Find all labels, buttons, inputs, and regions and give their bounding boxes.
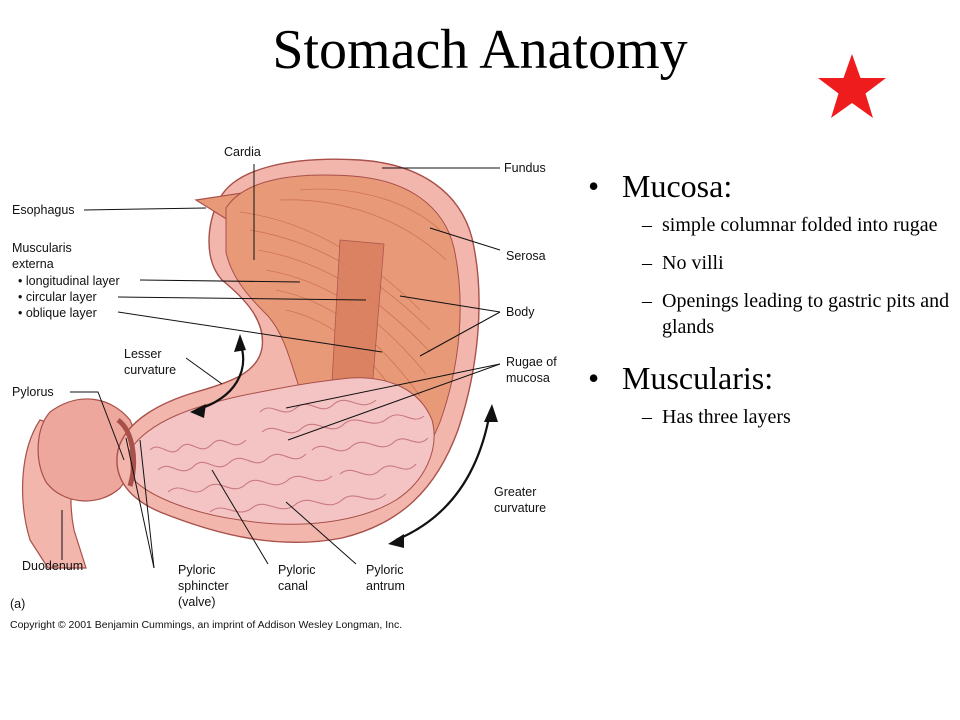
copyright-text: Copyright © 2001 Benjamin Cummings, an i… — [10, 619, 402, 631]
star-icon — [818, 54, 886, 118]
label-muscularis-externa: Muscularis — [12, 241, 72, 255]
label-pyloric-antrum-2: antrum — [366, 579, 405, 593]
bullet-mucosa: • Mucosa: — [582, 166, 954, 206]
label-greater-curvature: Greater — [494, 485, 536, 499]
sub-bullet: – Openings leading to gastric pits and g… — [582, 288, 954, 340]
dash-icon: – — [642, 214, 652, 236]
bullet-dot-icon: • — [588, 168, 600, 204]
label-pyloric-canal: Pyloric — [278, 563, 316, 577]
label-pyloric-sphincter-3: (valve) — [178, 595, 216, 609]
bullet-muscularis: • Muscularis: — [582, 358, 954, 398]
sub-bullet: – Has three layers — [582, 404, 954, 430]
dash-icon: – — [642, 252, 652, 274]
sub-bullet-text: simple columnar folded into rugae — [662, 214, 938, 236]
label-circular-layer: • circular layer — [18, 290, 97, 304]
sub-bullet-text: No villi — [662, 252, 724, 274]
muscularis-heading: Muscularis: — [622, 360, 774, 396]
label-pyloric-antrum: Pyloric — [366, 563, 404, 577]
pylorus-shape — [37, 398, 137, 502]
label-longitudinal-layer: • longitudinal layer — [18, 274, 120, 288]
dash-icon: – — [642, 406, 652, 428]
label-serosa: Serosa — [506, 249, 546, 263]
label-pyloric-sphincter: Pyloric — [178, 563, 216, 577]
label-cardia: Cardia — [224, 145, 261, 159]
label-pylorus: Pylorus — [12, 385, 54, 399]
leader-lines — [61, 164, 501, 569]
sub-bullet-text: Has three layers — [662, 406, 791, 428]
lesser-curvature-arrow — [195, 341, 245, 412]
sub-bullet-text: Openings leading to gastric pits and gla… — [662, 290, 950, 338]
label-oblique-layer: • oblique layer — [18, 306, 97, 320]
pyloric-sphincter — [116, 417, 137, 487]
label-muscularis-externa-2: externa — [12, 257, 54, 271]
label-rugae: Rugae of — [506, 355, 557, 369]
mucosa-heading: Mucosa: — [622, 168, 733, 204]
label-lesser-curvature: Lesser — [124, 347, 162, 361]
stomach-diagram: Cardia Fundus Esophagus Muscularis exter… — [10, 145, 557, 631]
label-duodenum: Duodenum — [22, 559, 83, 573]
rugae-folds — [149, 399, 429, 513]
dash-icon: – — [642, 290, 652, 312]
notes-panel: • Mucosa: – simple columnar folded into … — [582, 160, 954, 442]
slide-title: Stomach Anatomy — [272, 19, 688, 81]
label-fundus: Fundus — [504, 161, 546, 175]
label-body: Body — [506, 305, 535, 319]
sub-bullet: – simple columnar folded into rugae — [582, 212, 954, 238]
sub-bullet: – No villi — [582, 250, 954, 276]
label-greater-curvature-2: curvature — [494, 501, 546, 515]
panel-label: (a) — [10, 597, 25, 611]
label-lesser-curvature-2: curvature — [124, 363, 176, 377]
label-pyloric-sphincter-2: sphincter — [178, 579, 229, 593]
label-pyloric-canal-2: canal — [278, 579, 308, 593]
bullet-dot-icon: • — [588, 360, 600, 396]
label-rugae-2: mucosa — [506, 371, 550, 385]
greater-curvature-arrow — [395, 411, 492, 542]
label-esophagus: Esophagus — [12, 203, 75, 217]
